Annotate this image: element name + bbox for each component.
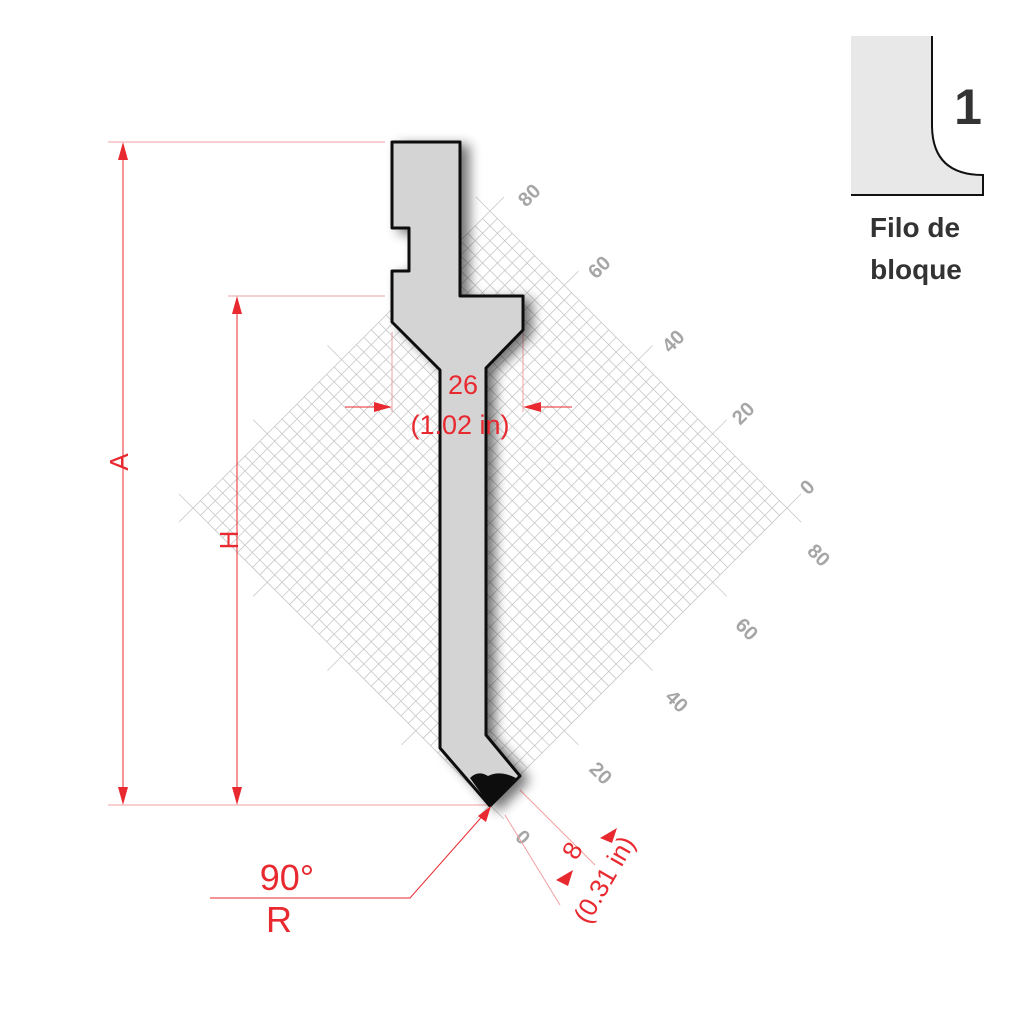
grid-line (356, 344, 654, 642)
dimension-width (345, 402, 572, 412)
grid-line (348, 351, 647, 650)
grid-line (327, 345, 653, 671)
grid-line (482, 218, 780, 516)
edge-type-badge: 1 Filo de bloque (851, 36, 984, 285)
dimension-a (118, 142, 128, 805)
width-mm-label: 26 (448, 370, 478, 400)
extension-lines (108, 141, 596, 906)
measurement-grid (178, 196, 802, 820)
tick-label: 40 (658, 326, 689, 357)
grid-line (475, 196, 802, 523)
dimension-a-label: A (104, 453, 134, 471)
tick-label: 20 (728, 398, 759, 429)
grid-line (363, 336, 662, 635)
tick-label: 40 (661, 686, 692, 717)
dimension-h (232, 296, 242, 805)
grid-line (281, 299, 580, 598)
punch-profile (390, 140, 525, 808)
tick-label: 80 (514, 180, 545, 211)
width-in-label: (1.02 in) (410, 410, 509, 440)
grid-line (274, 292, 572, 590)
grid-line (474, 225, 773, 524)
dimension-h-label: H (214, 531, 244, 550)
tick-label: 20 (585, 758, 616, 789)
grid-line (289, 307, 587, 605)
grid-line (378, 322, 676, 620)
grid-line (467, 233, 765, 531)
grid-line (215, 233, 513, 531)
tick-label: 60 (731, 614, 762, 645)
radius-label: R (266, 899, 292, 940)
tick-label: 60 (584, 252, 615, 283)
badge-line2: bloque (870, 254, 962, 285)
tick-label: 80 (803, 540, 834, 571)
badge-number: 1 (954, 79, 982, 135)
angle-label: 90° (260, 857, 314, 898)
grid-line (370, 329, 669, 628)
grid-line (460, 240, 758, 538)
angle-leader (210, 806, 491, 899)
grid-line (222, 240, 520, 538)
tip-mm-label: 8 (556, 837, 589, 865)
dimension-tip (556, 828, 617, 886)
tip-in-label: (0.31 in) (567, 831, 641, 929)
badge-line1: Filo de (870, 212, 960, 243)
